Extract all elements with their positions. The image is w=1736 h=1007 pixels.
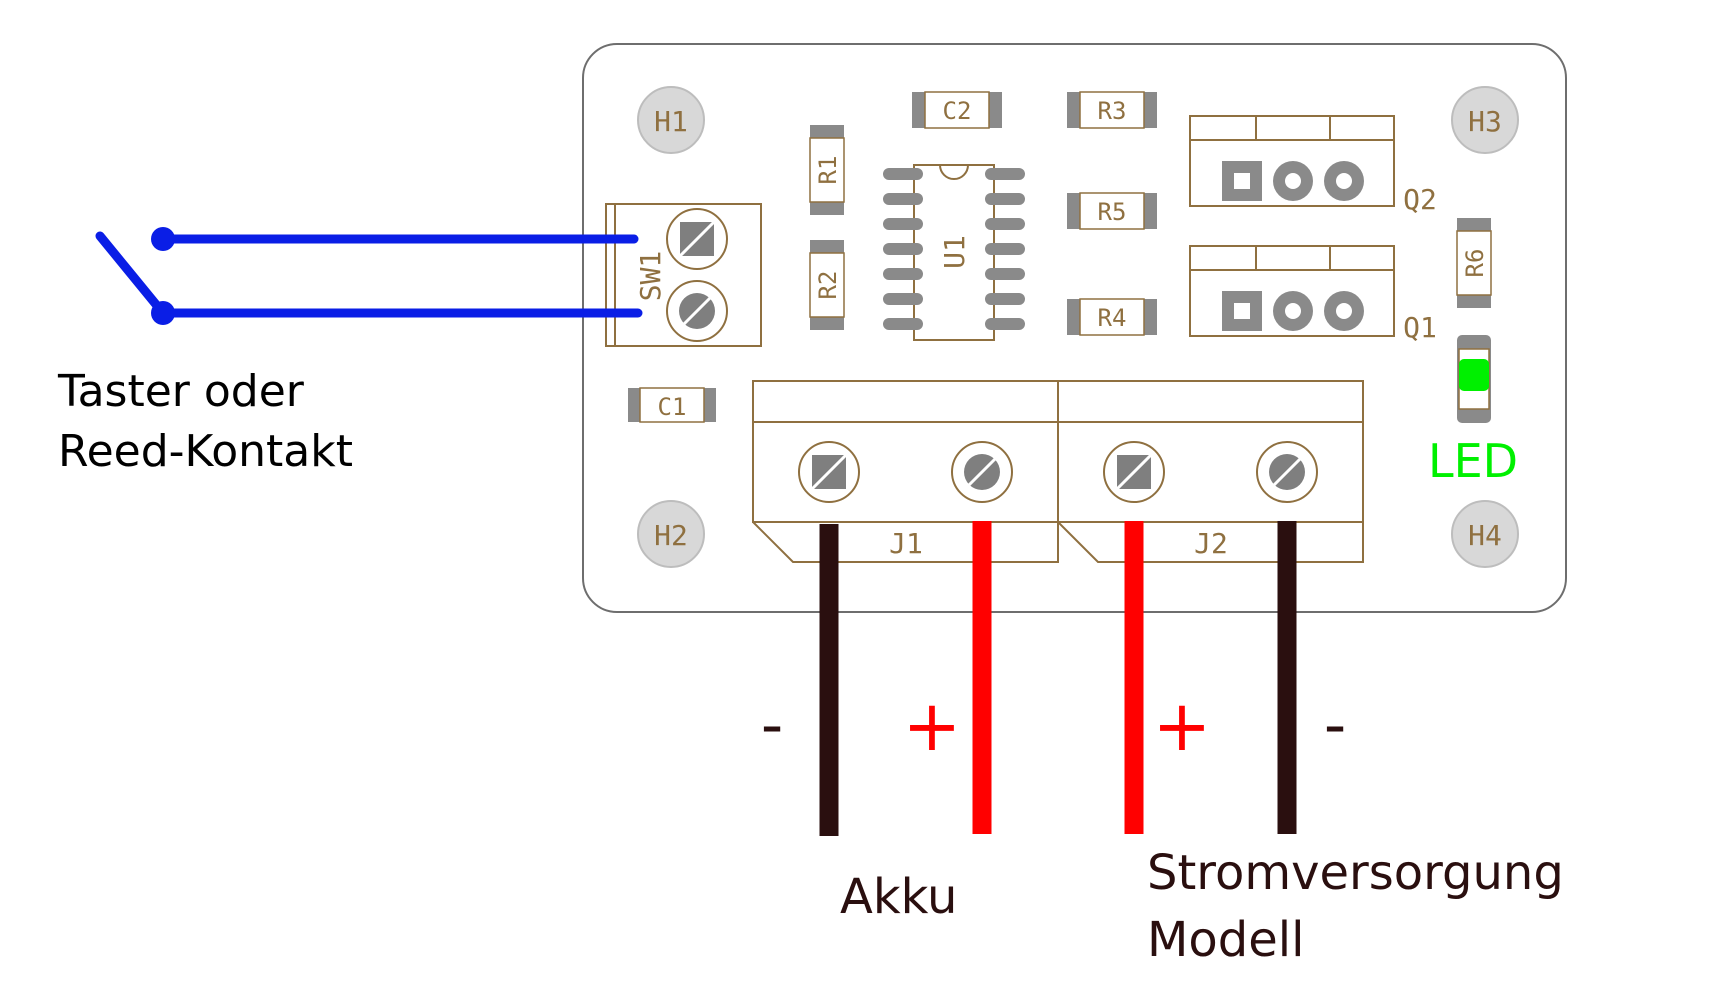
resistor-r1: R1 (809, 125, 845, 215)
akku-plus-sign: + (903, 685, 962, 767)
j1-label: J1 (889, 527, 923, 560)
akku-minus-sign: - (761, 688, 783, 761)
c2-label: C2 (943, 97, 972, 125)
connector-j1 (752, 380, 1059, 563)
capacitor-c2: C2 (912, 91, 1002, 129)
switch-lever (95, 231, 168, 318)
switch-contact-top (151, 227, 175, 251)
switch-terminal-sw1 (605, 203, 762, 347)
r1-label: R1 (814, 156, 842, 185)
model-minus-sign: - (1324, 688, 1346, 761)
r3-label: R3 (1098, 97, 1127, 125)
r2-label: R2 (814, 271, 842, 300)
capacitor-c1: C1 (628, 387, 716, 423)
mounting-hole-h1: H1 (637, 86, 705, 154)
transistor-q1: Q1 (1189, 245, 1437, 344)
r6-label: R6 (1461, 249, 1489, 278)
connector-j2 (1057, 380, 1364, 563)
q1-label: Q1 (1403, 311, 1437, 344)
h4-label: H4 (1468, 519, 1502, 552)
mounting-hole-h2: H2 (637, 500, 705, 568)
ic-u1: U1 (883, 164, 1025, 341)
h1-label: H1 (654, 105, 688, 138)
h3-label: H3 (1468, 105, 1502, 138)
resistor-r3: R3 (1067, 91, 1157, 129)
c1-label: C1 (658, 393, 687, 421)
h2-label: H2 (654, 519, 688, 552)
supply-label-line1: Stromversorgung (1147, 845, 1564, 901)
switch-contact-bottom (151, 301, 175, 325)
akku-label: Akku (840, 869, 957, 925)
j2-label: J2 (1194, 527, 1228, 560)
resistor-r4: R4 (1067, 298, 1157, 336)
led (1457, 335, 1491, 423)
switch-label-line1: Taster oder (57, 366, 305, 417)
switch-label-line2: Reed-Kontakt (58, 426, 353, 477)
transistor-q2: Q2 (1189, 115, 1437, 216)
resistor-r2: R2 (809, 240, 845, 330)
resistor-r5: R5 (1067, 192, 1157, 230)
u1-label: U1 (938, 235, 971, 269)
resistor-r6: R6 (1456, 218, 1492, 308)
ic-u1-pins (883, 168, 1025, 330)
led-label: LED (1428, 434, 1518, 488)
r5-label: R5 (1098, 198, 1127, 226)
switch-wiring (95, 231, 643, 318)
mounting-hole-h3: H3 (1451, 86, 1519, 154)
supply-label-line2: Modell (1147, 912, 1304, 968)
r4-label: R4 (1098, 304, 1127, 332)
sw1-label: SW1 (634, 251, 667, 302)
mounting-hole-h4: H4 (1451, 500, 1519, 568)
model-plus-sign: + (1153, 685, 1212, 767)
q2-label: Q2 (1403, 183, 1437, 216)
